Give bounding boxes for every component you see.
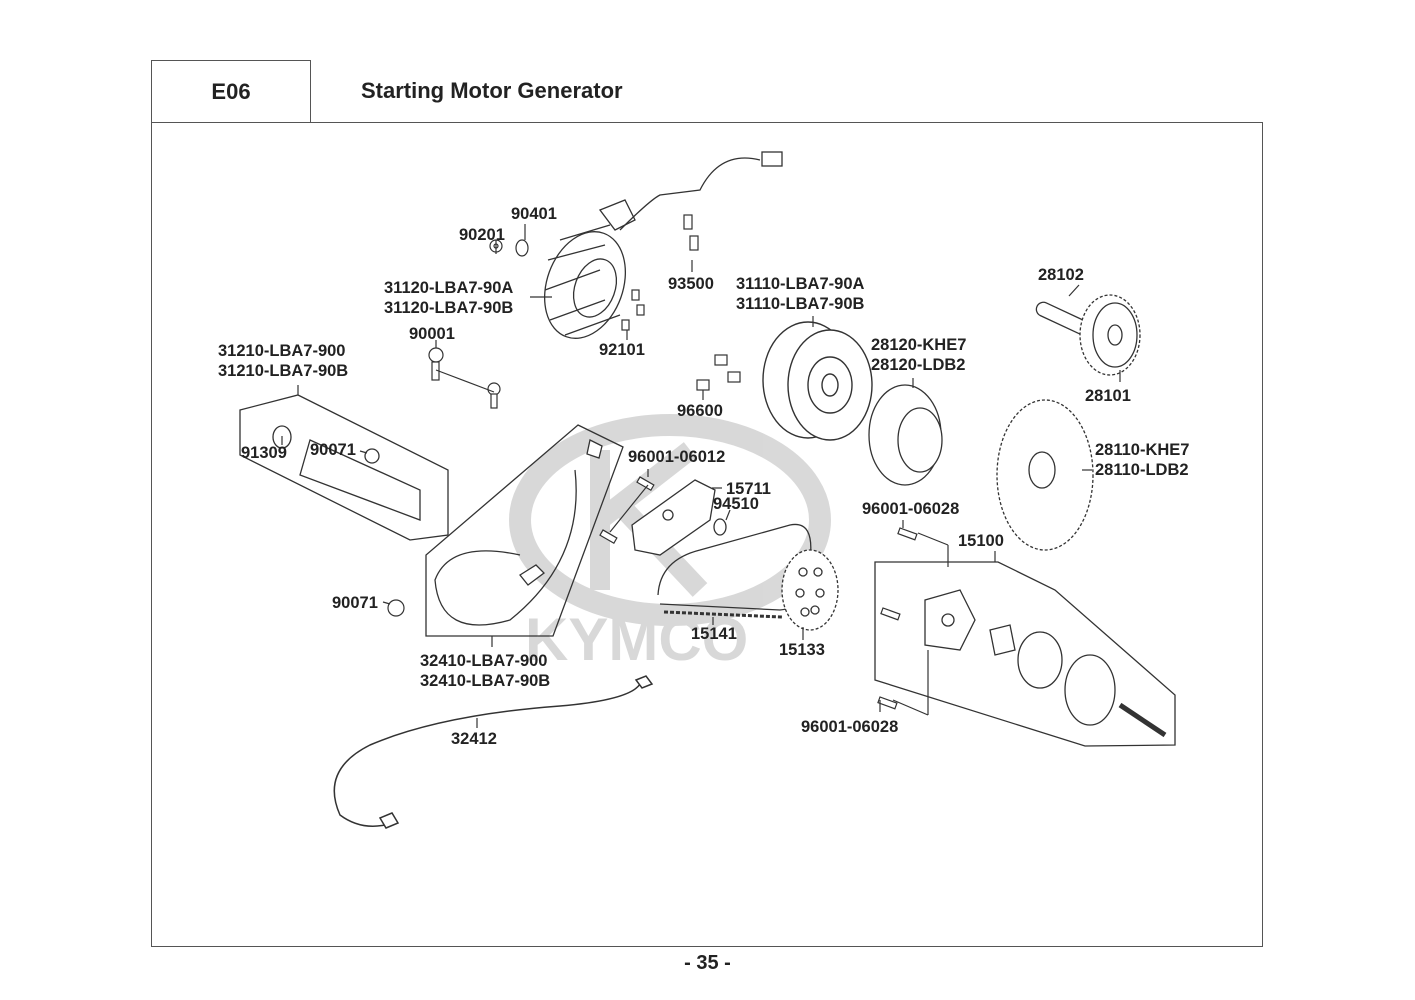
watermark-text: KYMCO (525, 606, 748, 673)
starter-motor (239, 394, 449, 541)
part-number: 28120-KHE7 (871, 336, 967, 354)
sprocket-cover (631, 479, 727, 556)
flywheel-rotor (762, 321, 873, 441)
part-number: 28110-KHE7 (1095, 441, 1190, 459)
part-label-15100: 15100 (958, 532, 1004, 550)
part-label-32412: 32412 (451, 730, 497, 748)
part-label-96001-06028-upper: 96001-06028 (862, 500, 960, 518)
part-label-90071-upper: 90071 (310, 441, 356, 459)
part-label-96001-06012: 96001-06012 (628, 448, 726, 466)
page-number: - 35 - (684, 952, 731, 974)
starter-cable (425, 424, 624, 637)
page-title: Starting Motor Generator (361, 78, 623, 103)
oil-pump (874, 561, 1176, 747)
part-label-94510: 94510 (713, 495, 759, 513)
part-label-31120: 31120-LBA7-90A 31120-LBA7-90B (384, 278, 513, 318)
part-label-28101: 28101 (1085, 387, 1131, 405)
part-number: 31210-LBA7-90B (218, 362, 349, 380)
part-number: 32410-LBA7-900 (420, 652, 548, 670)
part-number: 28110-LDB2 (1095, 461, 1189, 479)
part-number: 31120-LBA7-90B (384, 299, 514, 317)
part-label-90201: 90201 (459, 226, 505, 244)
part-label-92101: 92101 (599, 341, 645, 359)
part-number: 28120-LDB2 (871, 356, 966, 374)
part-number: 32410-LBA7-90B (420, 672, 551, 690)
part-number: 31210-LBA7-900 (218, 342, 346, 360)
stator-coil (543, 151, 783, 339)
ground-cable (333, 675, 654, 829)
part-label-31110: 31110-LBA7-90A 31110-LBA7-90B (736, 274, 864, 314)
part-number: 31110-LBA7-90A (736, 275, 865, 293)
starter-clutch (868, 384, 943, 486)
leader-lines (281, 224, 1121, 728)
part-label-15141: 15141 (691, 625, 737, 643)
section-code-text: E06 (211, 79, 251, 104)
part-label-96001-06028-lower: 96001-06028 (801, 718, 899, 736)
driven-gear (996, 399, 1094, 551)
part-number: 31120-LBA7-90A (384, 279, 514, 297)
part-label-96600: 96600 (677, 402, 723, 420)
part-label-91309: 91309 (241, 444, 287, 462)
part-label-90401: 90401 (511, 205, 557, 223)
drive-sprocket (781, 549, 839, 631)
part-label-32410: 32410-LBA7-900 32410-LBA7-90B (420, 651, 550, 691)
part-label-93500: 93500 (668, 275, 714, 293)
section-code: E06 (151, 60, 311, 123)
part-label-90001: 90001 (409, 325, 455, 343)
part-label-28110: 28110-KHE7 28110-LDB2 (1095, 440, 1189, 480)
part-number: 31110-LBA7-90B (736, 295, 865, 313)
part-label-15711: 15711 (726, 480, 771, 498)
part-label-28102: 28102 (1038, 266, 1084, 284)
part-label-31210: 31210-LBA7-900 31210-LBA7-90B (218, 341, 348, 381)
part-label-90071-lower: 90071 (332, 594, 378, 612)
idle-gear (1035, 294, 1141, 376)
diagram-frame (151, 122, 1263, 947)
part-label-15133: 15133 (779, 641, 825, 659)
part-label-28120: 28120-KHE7 28120-LDB2 (871, 335, 966, 375)
